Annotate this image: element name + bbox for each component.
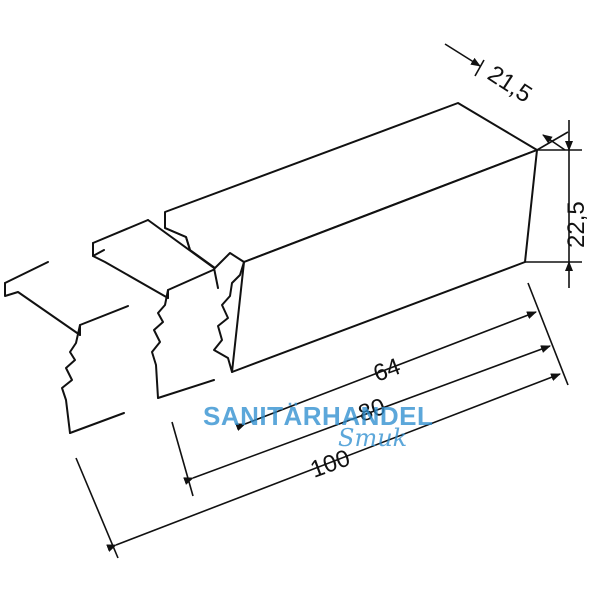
dimension-depth-label: 21,5 xyxy=(483,60,537,108)
dimension-height: 22,5 xyxy=(563,120,590,288)
profile-large xyxy=(164,102,538,373)
profile-small xyxy=(4,261,129,434)
watermark-line1: SANITÄRHANDEL xyxy=(203,401,433,431)
dimension-height-label: 22,5 xyxy=(563,201,590,248)
dimension-64-label: 64 xyxy=(370,353,404,388)
watermark-line2: Smuk xyxy=(338,424,407,452)
watermark-logo: SANITÄRHANDEL Smuk xyxy=(203,401,433,452)
